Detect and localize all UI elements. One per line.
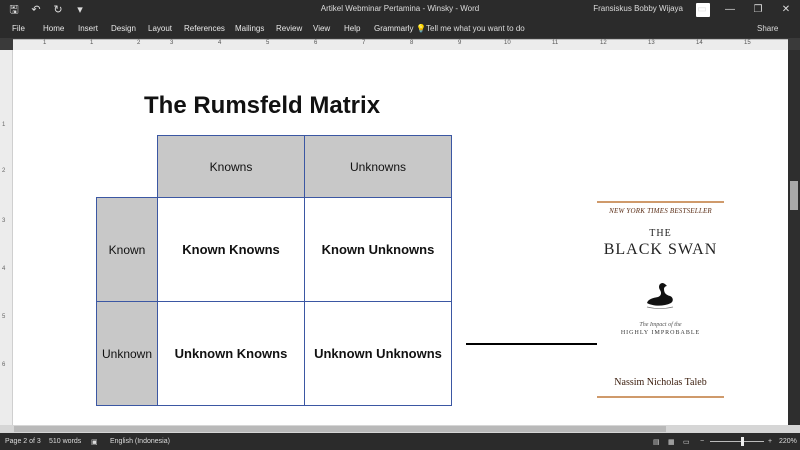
tab-grammarly[interactable]: Grammarly bbox=[374, 24, 414, 33]
page-count[interactable]: Page 2 of 3 bbox=[5, 438, 41, 445]
tab-layout[interactable]: Layout bbox=[148, 24, 173, 33]
language-indicator[interactable]: English (Indonesia) bbox=[110, 438, 170, 445]
ruler-number: 5 bbox=[2, 314, 6, 320]
avatar[interactable] bbox=[696, 3, 710, 17]
book-subtitle-2: HIGHLY IMPROBABLE bbox=[620, 330, 701, 336]
col-header-knowns: Knowns bbox=[157, 135, 305, 198]
tab-design[interactable]: Design bbox=[111, 24, 136, 33]
ruler-number: 13 bbox=[648, 40, 655, 46]
word-count[interactable]: 510 words bbox=[49, 438, 82, 445]
print-layout-icon[interactable]: ▦ bbox=[668, 439, 675, 446]
tab-review[interactable]: Review bbox=[276, 24, 303, 33]
quick-access-toolbar: 🖫 ↶ ↻ ▾ bbox=[8, 3, 86, 17]
matrix-cell-known-knowns: Known Knowns bbox=[157, 197, 305, 302]
matrix-cell-unknown-knowns: Unknown Knowns bbox=[157, 301, 305, 406]
tab-help[interactable]: Help bbox=[344, 24, 361, 33]
row-header-unknown: Unknown bbox=[96, 301, 158, 406]
book-author: Nassim Nicholas Taleb bbox=[614, 377, 707, 388]
matrix-cell-unknown-unknowns: Unknown Unknowns bbox=[304, 301, 452, 406]
vertical-ruler[interactable]: 1 2 3 4 5 6 bbox=[0, 50, 13, 433]
ruler-number: 5 bbox=[266, 40, 270, 46]
zoom-level[interactable]: 220% bbox=[779, 438, 797, 445]
ruler-number: 6 bbox=[314, 40, 318, 46]
book-subtitle: The Impact of the bbox=[639, 322, 682, 328]
ruler-number: 15 bbox=[744, 40, 751, 46]
ruler-number: 1 bbox=[2, 122, 6, 128]
zoom-slider[interactable] bbox=[710, 441, 764, 442]
horizontal-scrollbar[interactable] bbox=[0, 425, 800, 433]
ruler-number: 3 bbox=[2, 218, 6, 224]
undo-icon[interactable]: ↶ bbox=[31, 4, 41, 16]
ruler-number: 8 bbox=[410, 40, 414, 46]
zoom-in-icon[interactable]: + bbox=[768, 438, 773, 445]
horizontal-scroll-thumb[interactable] bbox=[14, 426, 666, 432]
window-controls: ▭ — ❐ ✕ bbox=[688, 0, 800, 20]
share-button[interactable]: Share bbox=[757, 24, 779, 33]
ribbon-display-options-icon[interactable]: ▭ bbox=[697, 4, 707, 15]
ruler-number: 3 bbox=[170, 40, 174, 46]
ruler-number: 10 bbox=[504, 40, 511, 46]
ruler-number: 14 bbox=[696, 40, 703, 46]
customize-qat-icon[interactable]: ▾ bbox=[77, 4, 83, 16]
col-header-unknowns: Unknowns bbox=[304, 135, 452, 198]
book-the: THE bbox=[649, 228, 672, 239]
restore-icon[interactable]: ❐ bbox=[753, 4, 763, 15]
close-icon[interactable]: ✕ bbox=[781, 4, 791, 15]
vertical-scrollbar[interactable] bbox=[788, 50, 800, 433]
ruler-number: 1 bbox=[90, 40, 94, 46]
window-title: Artikel Webminar Pertamina - Winsky - Wo… bbox=[320, 4, 480, 13]
tab-view[interactable]: View bbox=[313, 24, 331, 33]
ruler-number: 1 bbox=[43, 40, 47, 46]
status-bar: Page 2 of 3 510 words ▣ English (Indones… bbox=[0, 433, 800, 450]
ruler-number: 11 bbox=[552, 40, 559, 46]
ruler-number: 7 bbox=[362, 40, 366, 46]
zoom-slider-knob[interactable] bbox=[741, 437, 744, 446]
ruler-number: 2 bbox=[137, 40, 141, 46]
zoom-out-icon[interactable]: − bbox=[700, 438, 705, 445]
save-icon[interactable]: 🖫 bbox=[9, 4, 19, 16]
tab-file[interactable]: File bbox=[12, 24, 25, 33]
ruler-number: 4 bbox=[2, 266, 6, 272]
page-title: The Rumsfeld Matrix bbox=[144, 92, 381, 119]
proofing-icon[interactable]: ▣ bbox=[91, 439, 98, 446]
tab-mailings[interactable]: Mailings bbox=[235, 24, 265, 33]
web-layout-icon[interactable]: ▭ bbox=[683, 439, 690, 446]
lightbulb-icon: 💡 bbox=[416, 24, 426, 33]
book-border-top bbox=[597, 201, 724, 203]
arrow-line bbox=[466, 343, 602, 345]
ruler-number: 12 bbox=[600, 40, 607, 46]
user-name[interactable]: Fransiskus Bobby Wijaya bbox=[593, 4, 683, 13]
tab-insert[interactable]: Insert bbox=[78, 24, 99, 33]
ruler-number: 2 bbox=[2, 168, 6, 174]
minimize-icon[interactable]: — bbox=[725, 4, 735, 15]
ruler-number: 4 bbox=[218, 40, 222, 46]
book-border-bottom bbox=[597, 396, 724, 398]
black-swan-icon bbox=[646, 283, 674, 309]
title-bar: 🖫 ↶ ↻ ▾ Artikel Webminar Pertamina - Win… bbox=[0, 0, 800, 20]
book-tagline: NEW YORK TIMES BESTSELLER bbox=[609, 207, 712, 215]
row-header-known: Known bbox=[96, 197, 158, 302]
redo-icon[interactable]: ↻ bbox=[53, 4, 63, 16]
ruler-number: 6 bbox=[2, 362, 6, 368]
tell-me-search[interactable]: Tell me what you want to do bbox=[426, 24, 525, 33]
book-title: BLACK SWAN bbox=[603, 241, 718, 258]
matrix-cell-known-unknowns: Known Unknowns bbox=[304, 197, 452, 302]
ribbon-tabs: File Home Insert Design Layout Reference… bbox=[0, 20, 800, 38]
book-cover-image[interactable]: NEW YORK TIMES BESTSELLER THE BLACK SWAN… bbox=[597, 201, 724, 398]
vertical-scroll-thumb[interactable] bbox=[790, 181, 798, 210]
tab-home[interactable]: Home bbox=[43, 24, 65, 33]
tab-references[interactable]: References bbox=[184, 24, 225, 33]
ruler-number: 9 bbox=[458, 40, 462, 46]
read-mode-icon[interactable]: ▤ bbox=[653, 439, 660, 446]
